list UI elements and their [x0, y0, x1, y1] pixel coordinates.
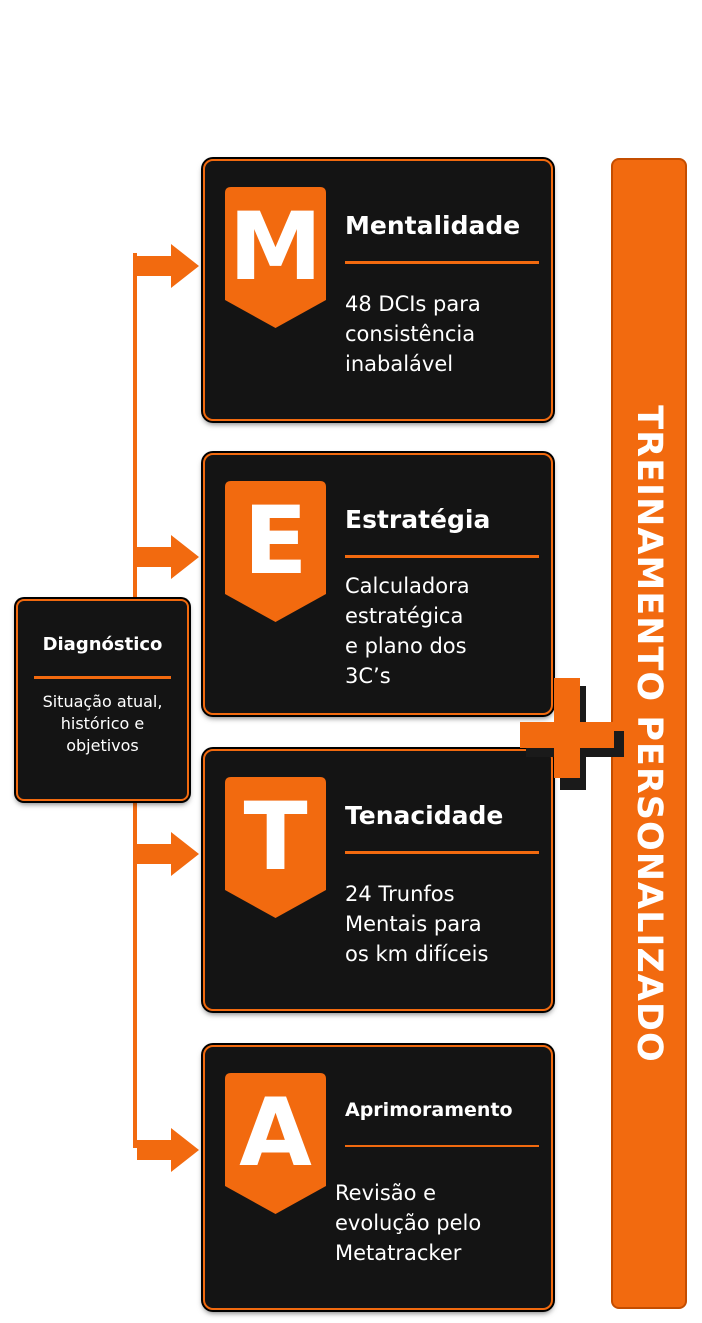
card-description: Revisão e evolução pelo Metatracker [335, 1178, 539, 1268]
card-desc-line: Metatracker [335, 1241, 462, 1265]
card-description: 24 Trunfos Mentais para os km difíceis [345, 879, 539, 969]
card-divider [345, 1145, 539, 1147]
shield-badge-icon: M [225, 187, 326, 328]
card-desc-line: e plano dos [345, 634, 467, 658]
card-title: Tenacidade [345, 801, 504, 830]
card-mentalidade: M Mentalidade 48 DCIs para consistência … [203, 159, 553, 421]
card-title: Mentalidade [345, 211, 521, 240]
diagnostic-divider [34, 676, 171, 679]
card-desc-line: Revisão e [335, 1181, 437, 1205]
diagnostic-box: Diagnóstico Situação atual, histórico e … [16, 599, 189, 801]
card-desc-line: evolução pelo [335, 1211, 482, 1235]
arrow-right-icon [137, 535, 199, 579]
badge-letter: M [228, 193, 323, 302]
arrow-right-icon [137, 244, 199, 288]
card-desc-line: Calculadora [345, 574, 470, 598]
card-divider [345, 261, 539, 264]
card-tenacidade: T Tenacidade 24 Trunfos Mentais para os … [203, 749, 553, 1011]
card-divider [345, 555, 539, 558]
card-desc-line: Mentais para [345, 912, 482, 936]
card-desc-line: 24 Trunfos [345, 882, 455, 906]
banner-treinamento-personalizado: TREINAMENTO PERSONALIZADO [613, 160, 685, 1307]
diagnostic-text: Situação atual, histórico e objetivos [24, 691, 181, 757]
diagnostic-line: histórico e [60, 714, 145, 733]
card-desc-line: inabalável [345, 352, 454, 376]
card-divider [345, 851, 539, 854]
card-title: Aprimoramento [345, 1099, 513, 1121]
card-estrategia: E Estratégia Calculadora estratégica e p… [203, 453, 553, 715]
card-description: Calculadora estratégica e plano dos 3C’s [345, 571, 539, 691]
arrow-right-icon [137, 1128, 199, 1172]
badge-letter: E [243, 487, 308, 596]
card-desc-line: estratégica [345, 604, 464, 628]
diagnostic-line: objetivos [66, 736, 139, 755]
arrow-right-icon [137, 832, 199, 876]
badge-letter: A [239, 1079, 312, 1188]
shield-badge-icon: A [225, 1073, 326, 1214]
diagnostic-title: Diagnóstico [42, 634, 163, 655]
shield-badge-icon: T [225, 777, 326, 918]
card-desc-line: 48 DCIs para [345, 292, 481, 316]
diagnostic-line: Situação atual, [42, 692, 163, 711]
badge-letter: T [243, 783, 308, 892]
shield-badge-icon: E [225, 481, 326, 622]
card-desc-line: os km difíceis [345, 942, 489, 966]
card-desc-line: 3C’s [345, 664, 391, 688]
card-desc-line: consistência [345, 322, 476, 346]
card-aprimoramento: A Aprimoramento Revisão e evolução pelo … [203, 1045, 553, 1310]
card-description: 48 DCIs para consistência inabalável [345, 289, 539, 379]
card-title: Estratégia [345, 505, 491, 534]
plus-icon [520, 678, 626, 790]
banner-text: TREINAMENTO PERSONALIZADO [629, 404, 669, 1063]
